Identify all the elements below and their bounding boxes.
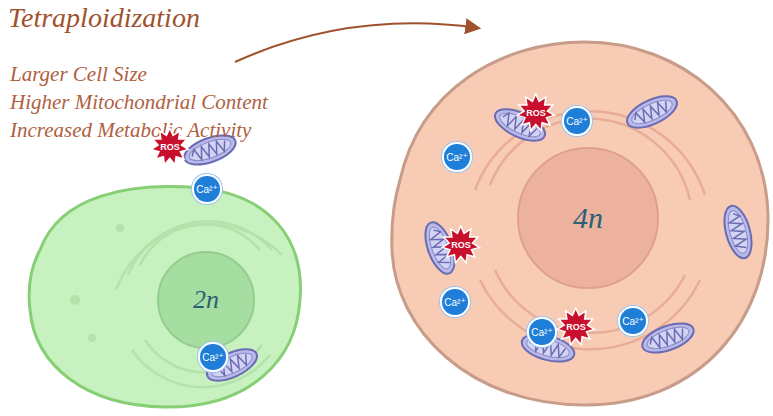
- tetraploid-cell: [392, 42, 768, 405]
- transition-arrow: [235, 23, 478, 62]
- nucleus: 4n: [518, 148, 658, 288]
- calcium-ion: Ca²⁺: [198, 342, 227, 371]
- ros-burst: ROS: [516, 93, 556, 133]
- node-text: Ca²⁺: [202, 352, 223, 363]
- calcium-ion: Ca²⁺: [442, 142, 471, 171]
- node-text: Ca²⁺: [566, 116, 587, 127]
- node-text: Ca²⁺: [531, 327, 552, 338]
- node-text: ROS: [526, 108, 546, 118]
- nucleus: 2n: [158, 252, 254, 348]
- node-text: Ca²⁺: [446, 152, 467, 163]
- node-text: 4n: [573, 201, 603, 235]
- effect-label: Larger Cell Size: [10, 62, 147, 87]
- calcium-ion: Ca²⁺: [440, 287, 469, 316]
- ros-burst: ROS: [556, 307, 596, 347]
- calcium-ion: Ca²⁺: [527, 317, 556, 346]
- calcium-ion: Ca²⁺: [562, 106, 591, 135]
- node-text: Ca²⁺: [196, 184, 217, 195]
- title: Tetraploidization: [8, 2, 200, 34]
- ros-star-shape: [557, 308, 594, 345]
- node-text: ROS: [160, 142, 180, 152]
- node-text: ROS: [566, 322, 586, 332]
- calcium-ion: Ca²⁺: [192, 174, 221, 203]
- ros-burst: ROS: [150, 127, 190, 167]
- diploid-cell: [29, 129, 300, 407]
- node-text: Ca²⁺: [622, 316, 643, 327]
- node-text: Ca²⁺: [444, 297, 465, 308]
- ros-star-shape: [442, 226, 479, 263]
- node-text: ROS: [451, 240, 471, 250]
- effect-label: Increased Metabolic Activity: [10, 118, 251, 143]
- effect-label: Higher Mitochondrial Content: [10, 90, 268, 115]
- calcium-ion: Ca²⁺: [618, 306, 647, 335]
- ros-star-shape: [517, 94, 554, 131]
- ros-burst: ROS: [441, 225, 481, 265]
- ros-star-shape: [151, 128, 188, 165]
- node-text: 2n: [193, 285, 219, 315]
